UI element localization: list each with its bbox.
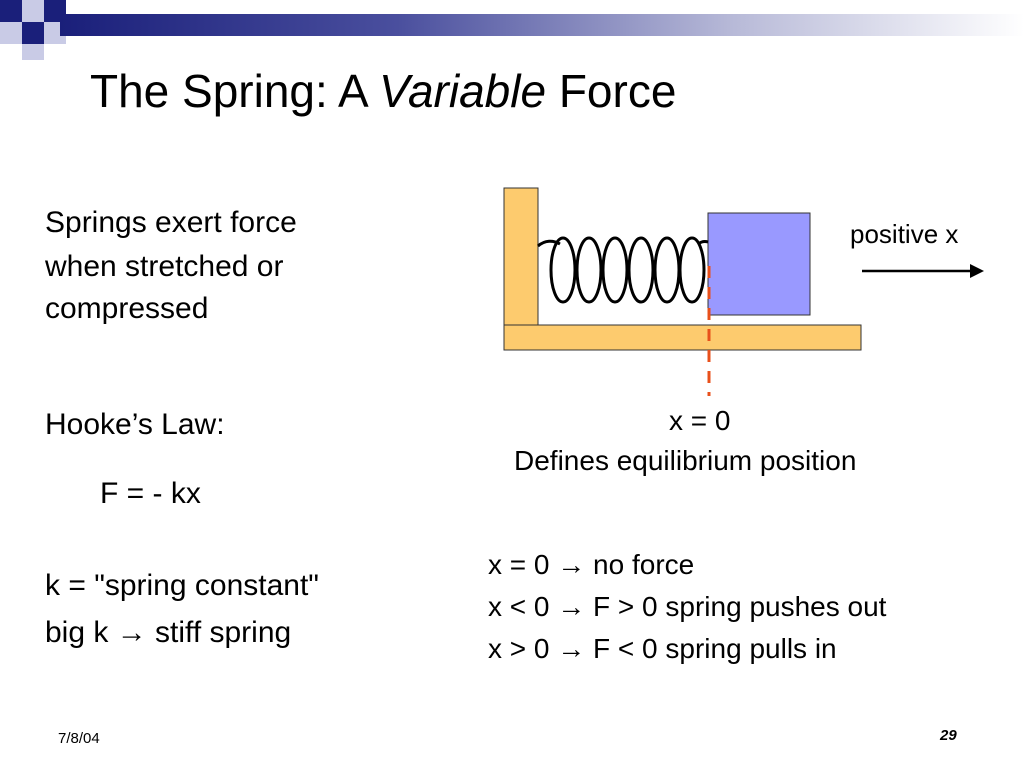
- title-part-2: Force: [546, 65, 677, 117]
- header-square-5: [22, 22, 44, 44]
- floor-base: [503, 324, 862, 351]
- title-part-1: The Spring: A: [90, 65, 379, 117]
- case-negative: x < 0 → F > 0 spring pushes out: [488, 591, 887, 622]
- header-square-2: [22, 0, 44, 22]
- x-equals-zero-label: x = 0: [669, 405, 731, 436]
- block-mass: [707, 212, 811, 316]
- equilibrium-label: Defines equilibrium position: [514, 445, 857, 476]
- spring-description-line-3: compressed: [45, 292, 209, 325]
- page-number: 29: [940, 727, 957, 744]
- spring-coil: [537, 236, 709, 304]
- positive-x-label: positive x: [850, 219, 959, 249]
- hookes-law-label: Hooke’s Law:: [45, 408, 225, 441]
- stiff-spring-line: big k → stiff spring: [45, 616, 292, 649]
- case-zero: x = 0 → no force: [488, 549, 695, 580]
- header-square-7: [22, 44, 44, 60]
- slide-title: The Spring: A Variable Force: [90, 62, 676, 120]
- header-square-1: [0, 0, 22, 22]
- header-square-4: [0, 22, 22, 44]
- spring-description-line-2: when stretched or: [45, 250, 284, 283]
- case-positive: x > 0 → F < 0 spring pulls in: [488, 633, 837, 664]
- spring-description-line-1: Springs exert force: [45, 206, 297, 239]
- footer-date: 7/8/04: [58, 730, 100, 747]
- spring-constant-line: k = "spring constant": [45, 569, 319, 602]
- positive-x-arrow: [862, 264, 984, 278]
- hookes-law-formula: F = - kx: [100, 477, 201, 510]
- title-emphasis: Variable: [378, 65, 547, 117]
- wall-post: [503, 187, 539, 351]
- header-gradient-bar: [60, 14, 1024, 36]
